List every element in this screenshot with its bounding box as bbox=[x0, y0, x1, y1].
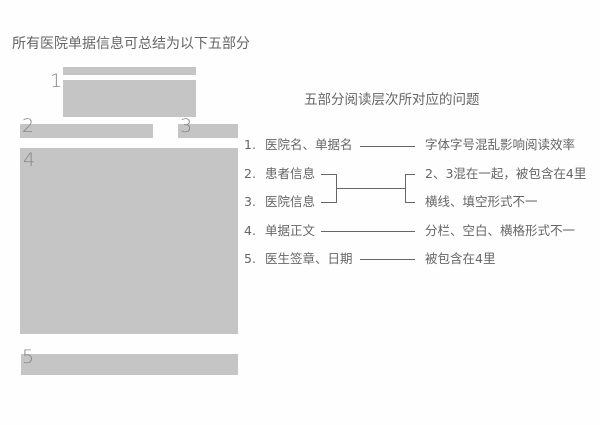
connector-line bbox=[360, 146, 415, 147]
part1-block bbox=[63, 80, 196, 117]
connector-line bbox=[405, 202, 415, 203]
heading: 所有医院单据信息可总结为以下五部分 bbox=[12, 36, 250, 52]
part3-label: 3 bbox=[180, 115, 193, 137]
row-label: 医院信息 bbox=[265, 194, 316, 209]
part1-title-bar bbox=[63, 67, 196, 75]
row-label: 患者信息 bbox=[265, 166, 316, 181]
right-title: 五部分阅读层次所对应的问题 bbox=[304, 92, 480, 108]
row-num: 5. bbox=[244, 251, 256, 266]
connector-line bbox=[405, 174, 406, 203]
part5-block bbox=[21, 354, 238, 375]
row-num: 2. bbox=[244, 166, 256, 181]
connector-line bbox=[405, 174, 415, 175]
row-num: 1. bbox=[244, 137, 256, 152]
row-num: 4. bbox=[244, 223, 256, 238]
part2-block bbox=[20, 124, 153, 138]
part1-label: 1 bbox=[50, 70, 63, 92]
row-num: 3. bbox=[244, 194, 256, 209]
connector-line bbox=[321, 202, 336, 203]
part3-block bbox=[178, 124, 238, 138]
connector-line bbox=[336, 188, 406, 189]
row-label: 医院名、单据名 bbox=[265, 137, 353, 152]
issue-text: 字体字号混乱影响阅读效率 bbox=[425, 137, 576, 152]
row-label: 单据正文 bbox=[265, 223, 316, 238]
issue-text: 2、3混在一起，被包含在4里 bbox=[425, 166, 587, 181]
issue-text: 分栏、空白、横格形式不一 bbox=[425, 223, 576, 238]
part2-label: 2 bbox=[22, 115, 35, 137]
connector-line bbox=[321, 174, 336, 175]
connector-line bbox=[321, 231, 415, 232]
issue-text: 横线、填空形式不一 bbox=[425, 194, 538, 209]
connector-line bbox=[360, 259, 415, 260]
row-label: 医生签章、日期 bbox=[265, 251, 353, 266]
part4-block bbox=[20, 148, 238, 334]
part4-label: 4 bbox=[23, 149, 36, 171]
issue-text: 被包含在4里 bbox=[425, 251, 496, 266]
part5-label: 5 bbox=[22, 346, 35, 368]
